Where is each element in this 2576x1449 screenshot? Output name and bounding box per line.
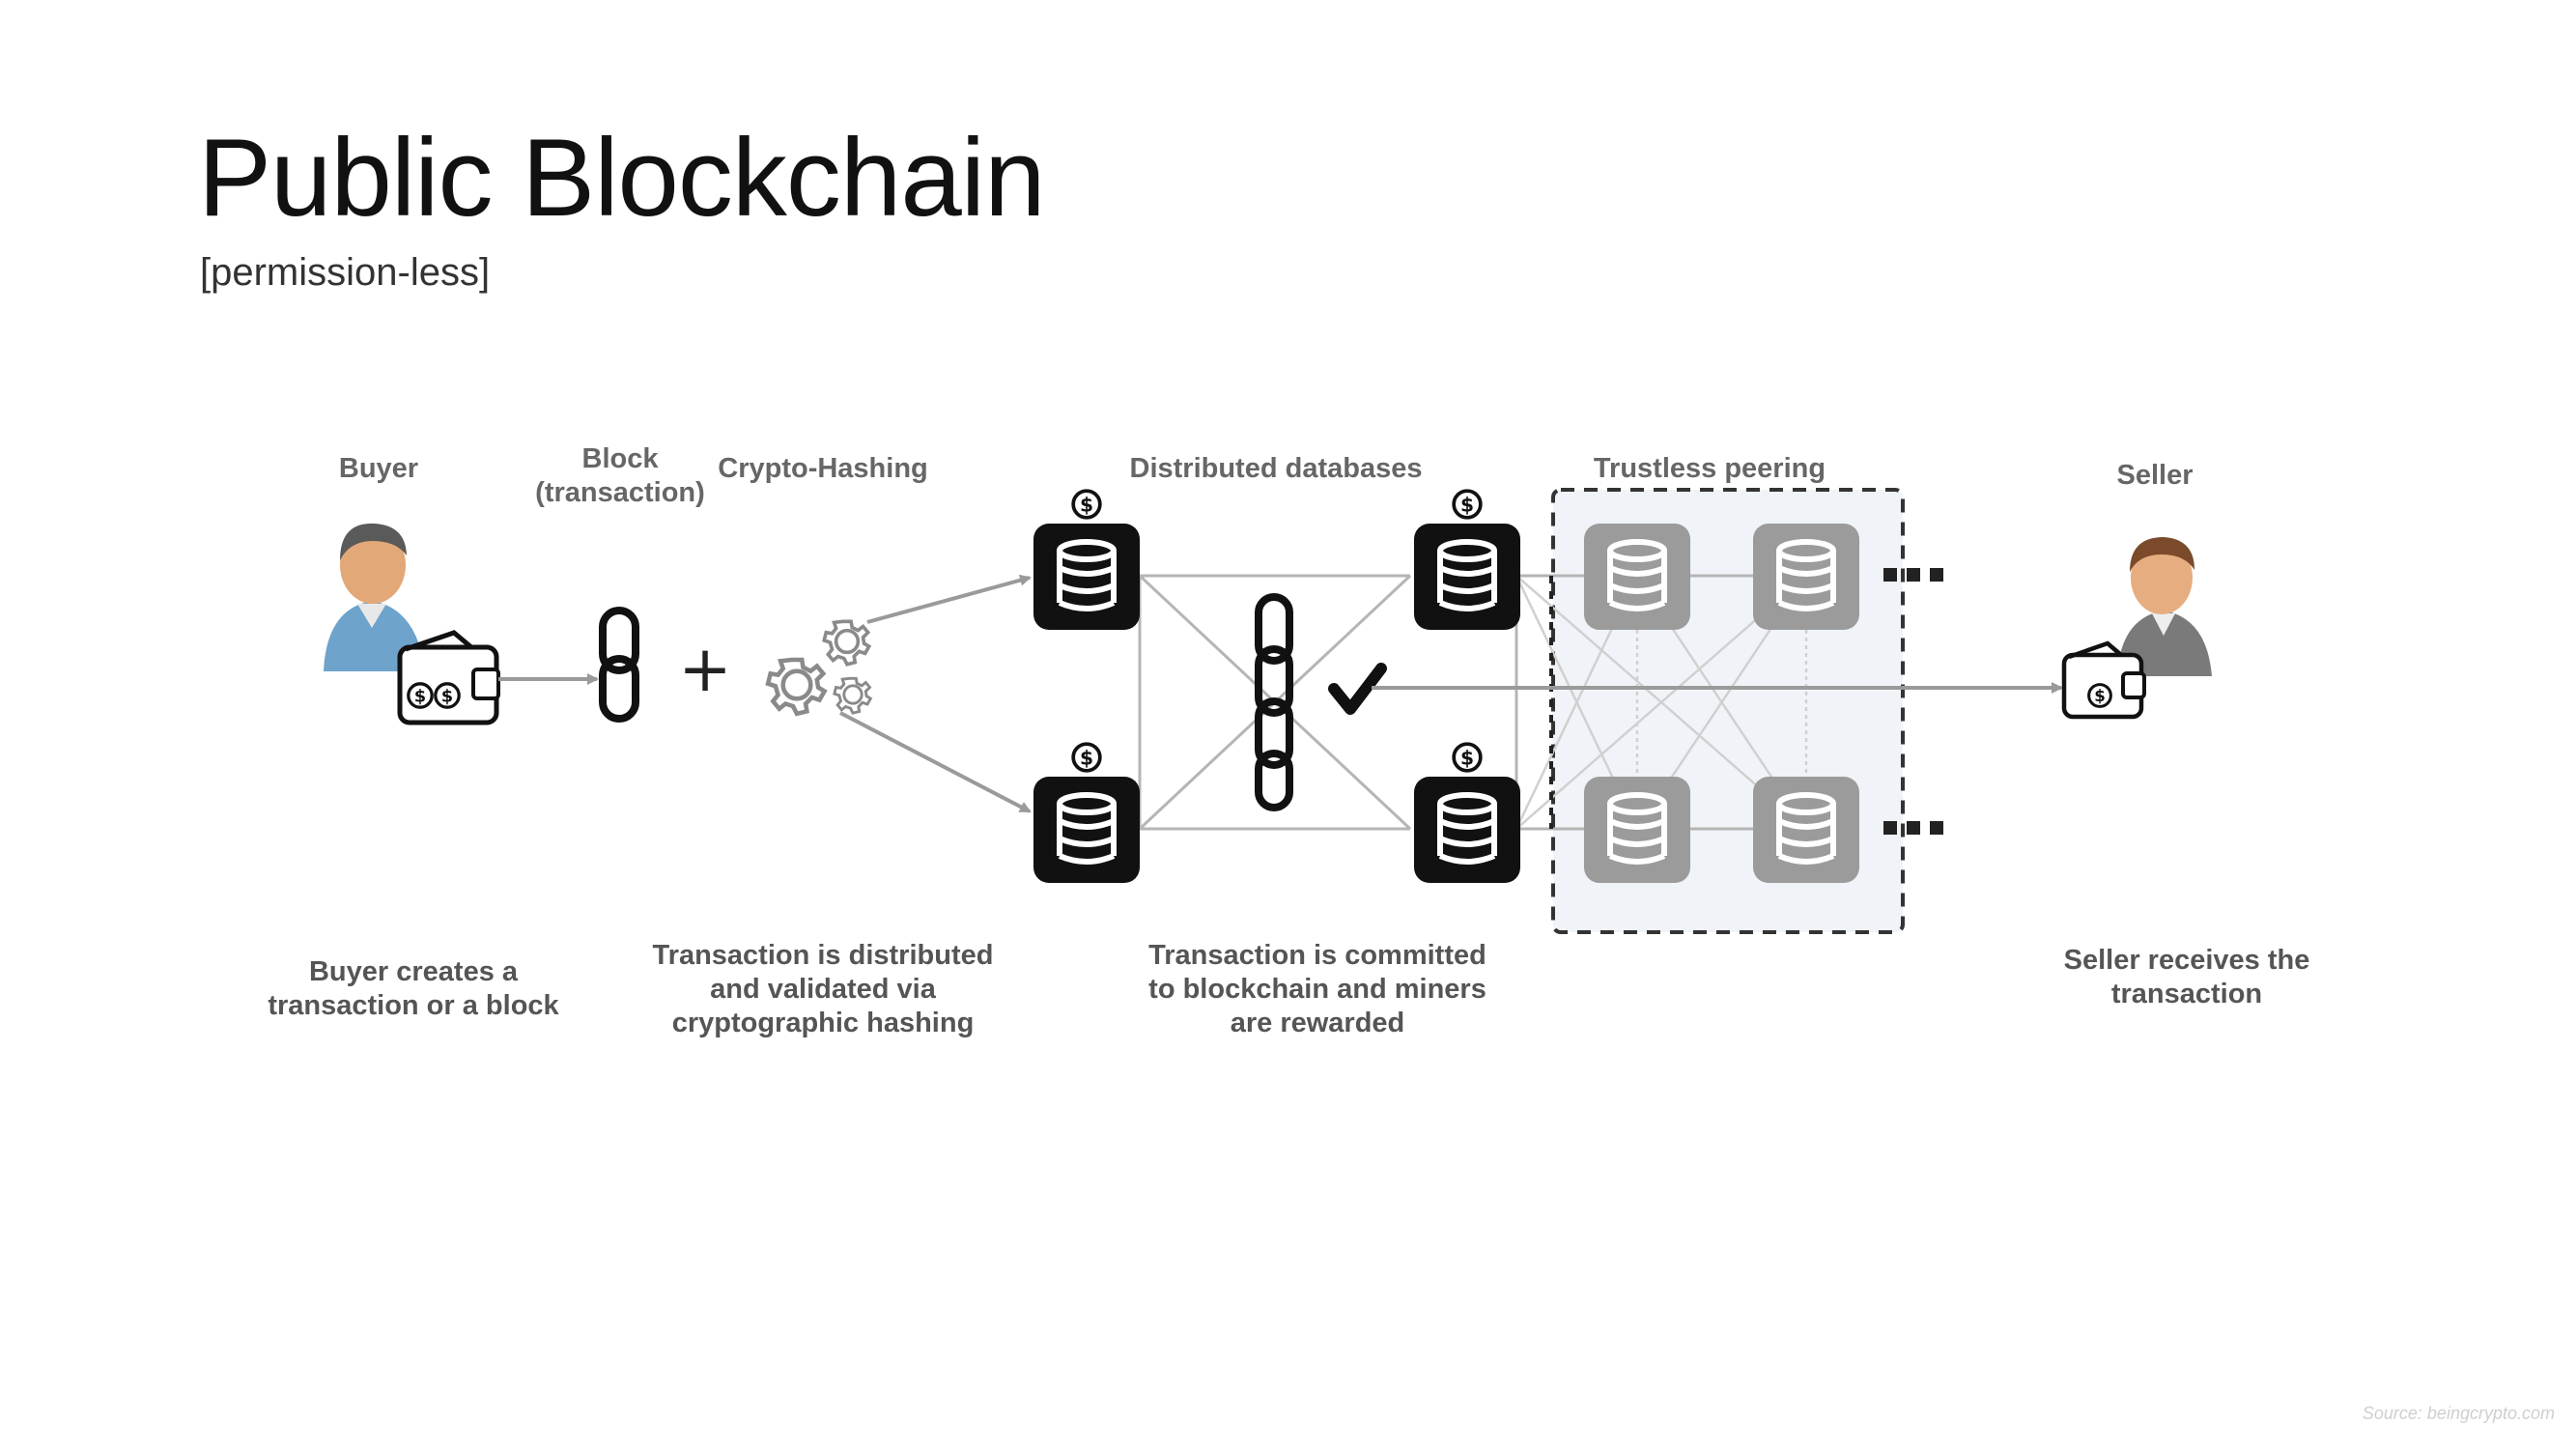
- caption-line: Transaction is distributed: [653, 940, 994, 971]
- seller-wallet-icon: [2061, 640, 2146, 720]
- gears-icon: [768, 619, 872, 714]
- coin-icon: [1071, 489, 1102, 520]
- caption-commit: Transaction is committed to blockchain a…: [1148, 940, 1486, 1038]
- caption-line: Buyer creates a: [309, 956, 519, 987]
- caption-line: Seller receives the: [2064, 945, 2310, 976]
- label-buyer: Buyer: [339, 453, 418, 484]
- caption-line: transaction or a block: [268, 990, 559, 1021]
- peer-database-icon: [1584, 524, 1690, 630]
- arrow-to-db-top: [866, 574, 1032, 624]
- blockchain-chain-icon: [1255, 593, 1293, 811]
- coin-icon: [1452, 489, 1483, 520]
- caption-line: to blockchain and miners: [1148, 974, 1486, 1005]
- label-block: Block: [582, 443, 660, 474]
- database-icon: [1414, 524, 1520, 630]
- wallet-icon: [397, 630, 500, 725]
- checkmark-icon: [1328, 663, 1387, 715]
- source-note: Source: beingcrypto.com: [2362, 1404, 2555, 1423]
- label-crypto-hashing: Crypto-Hashing: [718, 453, 928, 484]
- database-icon: [1033, 777, 1140, 883]
- caption-seller: Seller receives the transaction: [2064, 945, 2310, 1009]
- plus-sign: +: [678, 632, 731, 706]
- caption-buyer: Buyer creates a transaction or a block: [268, 956, 559, 1021]
- label-seller: Seller: [2117, 460, 2194, 491]
- arrow-to-db-bottom: [839, 711, 1032, 813]
- peer-database-icon: [1753, 524, 1859, 630]
- database-icon: [1414, 777, 1520, 883]
- caption-line: transaction: [2111, 979, 2262, 1009]
- label-trustless-peering: Trustless peering: [1594, 453, 1826, 484]
- coin-icon: [1071, 742, 1102, 773]
- label-block-sub: (transaction): [535, 477, 705, 508]
- more-peers-icon: [1883, 568, 1943, 835]
- chain-link-icon: [599, 607, 639, 723]
- caption-line: are rewarded: [1231, 1008, 1405, 1038]
- caption-line: Transaction is committed: [1148, 940, 1486, 971]
- caption-line: cryptographic hashing: [672, 1008, 975, 1038]
- peer-database-icon: [1753, 777, 1859, 883]
- coin-icon: [1452, 742, 1483, 773]
- page-subtitle: [permission-less]: [200, 251, 491, 294]
- page-title: Public Blockchain: [198, 117, 1045, 240]
- peer-database-icon: [1584, 777, 1690, 883]
- label-distributed-databases: Distributed databases: [1130, 453, 1423, 484]
- caption-hashing: Transaction is distributed and validated…: [653, 940, 994, 1038]
- caption-line: and validated via: [710, 974, 937, 1005]
- database-icon: [1033, 524, 1140, 630]
